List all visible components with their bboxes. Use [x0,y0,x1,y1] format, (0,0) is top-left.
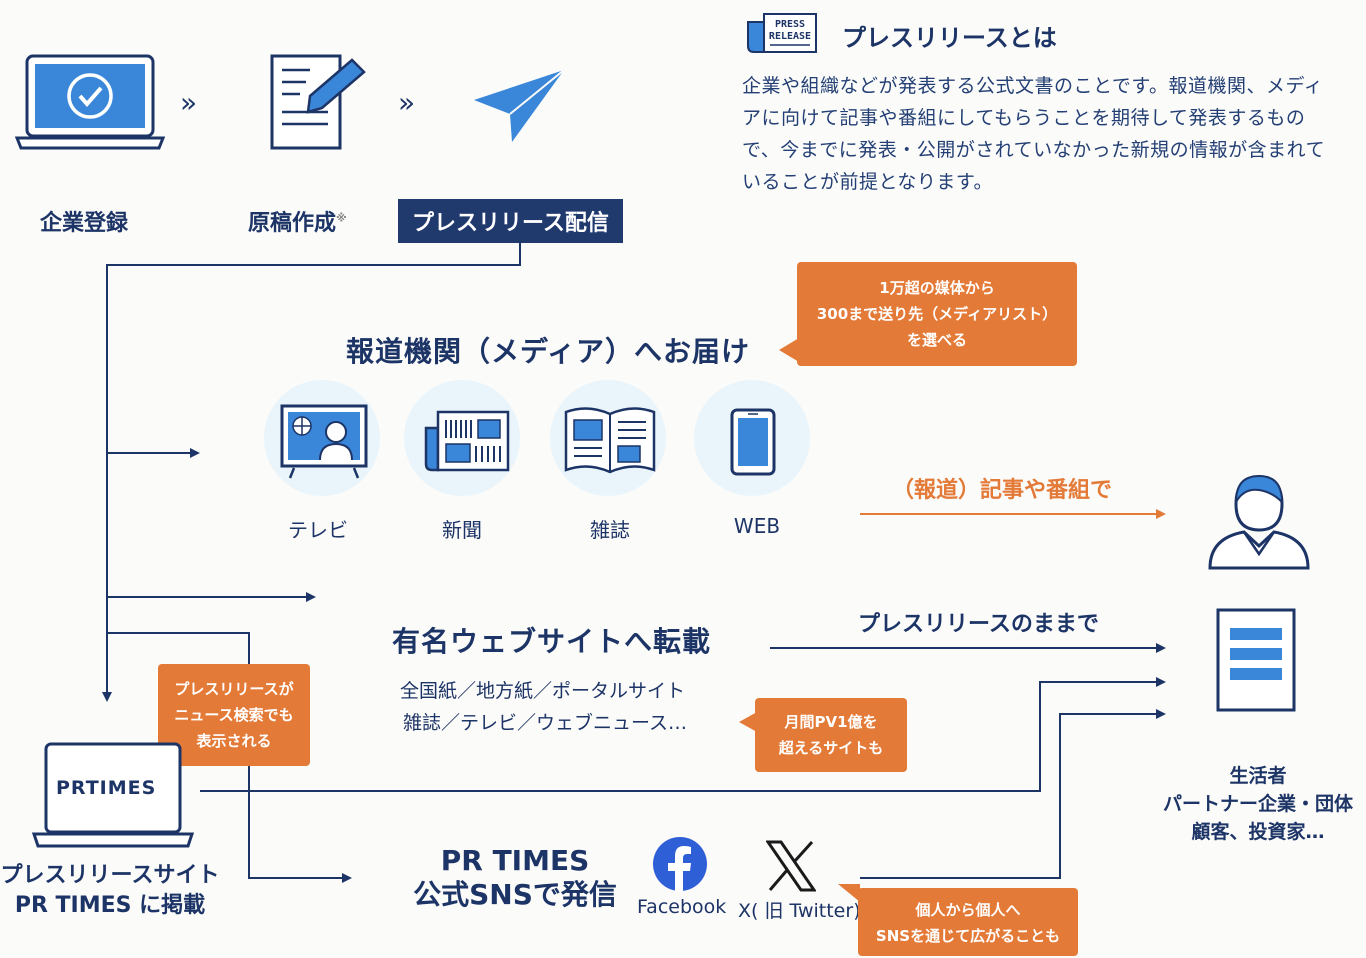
arrow-sns-to-audience [860,709,1166,879]
callout-tail [739,712,757,732]
person-icon [1204,470,1314,574]
svg-text:PRESS: PRESS [775,19,805,30]
sns-spread-callout: 個人から個人へ SNSを通じて広がることも [858,888,1078,956]
facebook-icon [652,836,708,896]
news-search-callout: プレスリリースが ニュース検索でも 表示される [158,664,310,766]
media-item-tv: テレビ [288,518,348,542]
web-heading: 有名ウェブサイトへ転載 [392,625,712,658]
x-label: X( 旧 Twitter) [738,900,861,922]
media-item-magazine: 雑誌 [590,518,630,542]
sns-heading: PR TIMES 公式SNSで発信 [413,844,617,911]
laptop-check-icon [14,52,166,156]
document-list-icon [1216,608,1296,716]
press-release-description: 企業や組織などが発表する公式文書のことです。報道機関、メディアに向けて記事や番組… [742,75,1326,193]
press-release-title: プレスリリースとは [842,24,1057,52]
smartphone-icon [730,408,776,480]
media-item-web: WEB [733,514,781,538]
newspaper-icon [424,410,510,476]
step-press-release-distribution: プレスリリース配信 [398,199,623,243]
step-draft-creation: 原稿作成※ [248,211,347,236]
web-arrow-label: プレスリリースのままで [858,612,1099,637]
chevron-right-icon: » [180,86,198,119]
audience-labels: 生活者 パートナー企業・団体 顧客、投資家… [1162,765,1353,843]
x-logo-icon [765,840,817,896]
media-item-newspaper: 新聞 [442,518,482,542]
monthly-pv-callout: 月間PV1億を 超えるサイトも [755,698,907,772]
paper-plane-icon [470,66,570,150]
press-release-icon: PRESS RELEASE [746,12,818,60]
document-pencil-icon [270,52,370,156]
arrow-prtimes-to-audience [200,677,1166,792]
media-heading: 報道機関（メディア）へお届け [346,335,751,368]
media-arrow-label: （報道）記事や番組で [892,478,1113,503]
tv-icon [280,404,368,484]
callout-tail [779,338,799,362]
callout-tail [838,884,860,902]
media-list-callout: 1万超の媒体から 300まで送り先（メディアリスト） を選べる [797,262,1077,366]
web-sites-line1: 全国紙／地方紙／ポータルサイト [400,680,686,702]
web-sites-line2: 雑誌／テレビ／ウェブニュース… [403,712,688,734]
prtimes-site-title: プレスリリースサイト PR TIMES に掲載 [0,863,220,918]
prtimes-logo: PRTIMES [56,777,157,799]
trunk-line [102,240,521,702]
svg-text:RELEASE: RELEASE [769,31,811,42]
facebook-label: Facebook [637,896,727,918]
chevron-right-icon: » [398,86,416,119]
magazine-icon [564,406,656,480]
prtimes-laptop-icon [30,742,196,856]
step-company-registration: 企業登録 [40,211,129,236]
